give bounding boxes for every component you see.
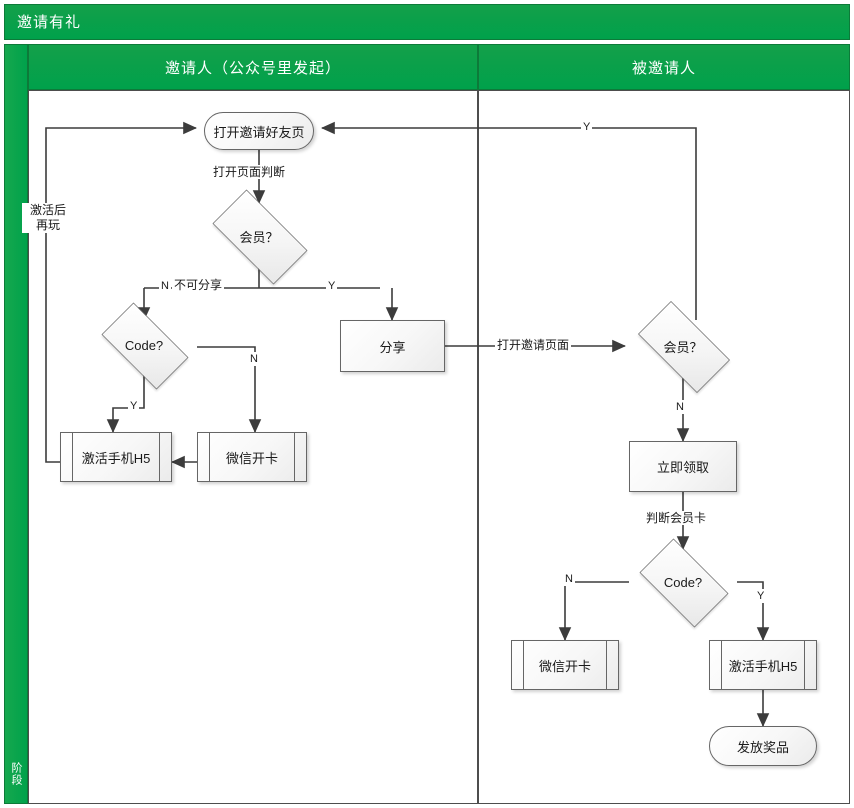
- lane-left-strip: [4, 44, 28, 804]
- node-label: 激活手机H5: [728, 658, 798, 674]
- edge-label-judge-member-card: 判断会员卡: [644, 511, 709, 525]
- node-label: 会员？: [663, 339, 703, 355]
- lane-vertical-label: 阶段: [10, 762, 22, 786]
- node-member-question-left[interactable]: 会员？: [199, 189, 319, 285]
- node-claim-now[interactable]: 立即领取: [629, 441, 737, 492]
- edge-label-code-right-yes: Y: [755, 589, 767, 603]
- edge-label-member-right-no: N: [674, 400, 686, 414]
- column-header-inviter: 邀请人（公众号里发起）: [28, 44, 478, 90]
- node-label: 微信开卡: [225, 450, 278, 466]
- column-header-invitee: 被邀请人: [478, 44, 850, 90]
- edge-label-replay-after-activate: 激活后 再玩: [22, 203, 74, 233]
- node-label: 打开邀请好友页: [213, 124, 305, 140]
- edge-label-code-right-no: N: [563, 572, 575, 586]
- node-code-question-right[interactable]: Code?: [629, 538, 737, 628]
- pool-title: 邀请有礼: [4, 4, 850, 40]
- node-label: 分享: [379, 339, 406, 355]
- edge-label-cannot-share: 不可分享: [172, 278, 225, 292]
- edge-label-open-invite-page: 打开邀请页面: [495, 338, 572, 352]
- node-label: 会员？: [239, 229, 279, 245]
- node-activate-h5-left[interactable]: 激活手机H5: [60, 432, 172, 482]
- node-share[interactable]: 分享: [340, 320, 445, 372]
- node-wechat-card-left[interactable]: 微信开卡: [197, 432, 307, 482]
- node-code-question-left[interactable]: Code?: [90, 302, 198, 390]
- node-label: 发放奖品: [736, 739, 789, 755]
- node-label: 立即领取: [656, 460, 709, 475]
- edge-label-member-left-no: N: [159, 279, 171, 293]
- node-label: Code?: [663, 574, 703, 590]
- node-label: 激活手机H5: [81, 450, 151, 466]
- edge-label-member-left-yes: Y: [326, 279, 338, 293]
- node-wechat-card-right[interactable]: 微信开卡: [511, 640, 619, 690]
- node-label: 微信开卡: [538, 658, 591, 674]
- node-activate-h5-right[interactable]: 激活手机H5: [709, 640, 817, 690]
- edge-label-open-page-judge: 打开页面判断: [211, 165, 288, 179]
- node-label: Code?: [124, 337, 164, 353]
- node-give-prize[interactable]: 发放奖品: [709, 726, 817, 766]
- edge-label-code-left-no: N: [248, 352, 260, 366]
- edge-label-member-right-yes: Y: [581, 120, 593, 134]
- node-member-question-right[interactable]: 会员？: [625, 301, 741, 393]
- node-open-invite-page[interactable]: 打开邀请好友页: [204, 112, 314, 150]
- edge-label-code-left-yes: Y: [128, 399, 140, 413]
